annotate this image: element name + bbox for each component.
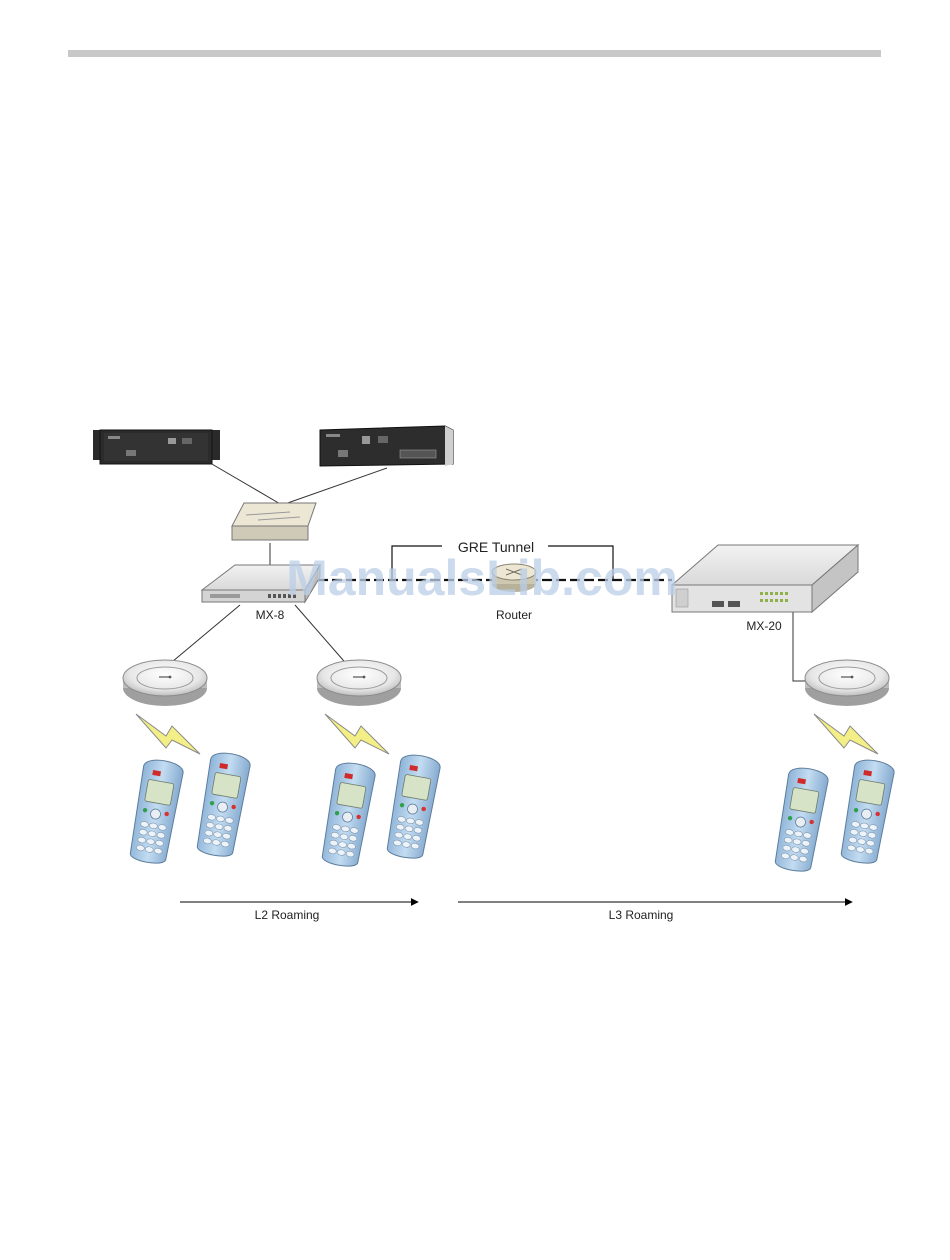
mx20-label: MX-20 [746,619,782,633]
watermark: ManualsLib.com [286,550,678,606]
mx8-label: MX-8 [256,608,285,622]
access-point-icon [123,660,207,706]
handset-icon [772,765,829,873]
lightning-icon [325,714,389,754]
controller-icon [672,545,858,612]
access-point-icon [805,660,889,706]
handset-icon [127,757,184,865]
server-unit-icon [320,426,453,466]
server-unit-icon [93,430,220,464]
handset-icon [838,757,895,865]
access-point-icon [317,660,401,706]
l3-roaming-label: L3 Roaming [609,908,674,922]
switch-icon [232,503,316,540]
handset-icon [194,750,251,858]
l2-roaming-label: L2 Roaming [255,908,320,922]
lightning-icon [136,714,200,754]
handset-icon [319,760,376,868]
lightning-icon [814,714,878,754]
router-label: Router [496,608,532,622]
handset-icon [384,752,441,860]
